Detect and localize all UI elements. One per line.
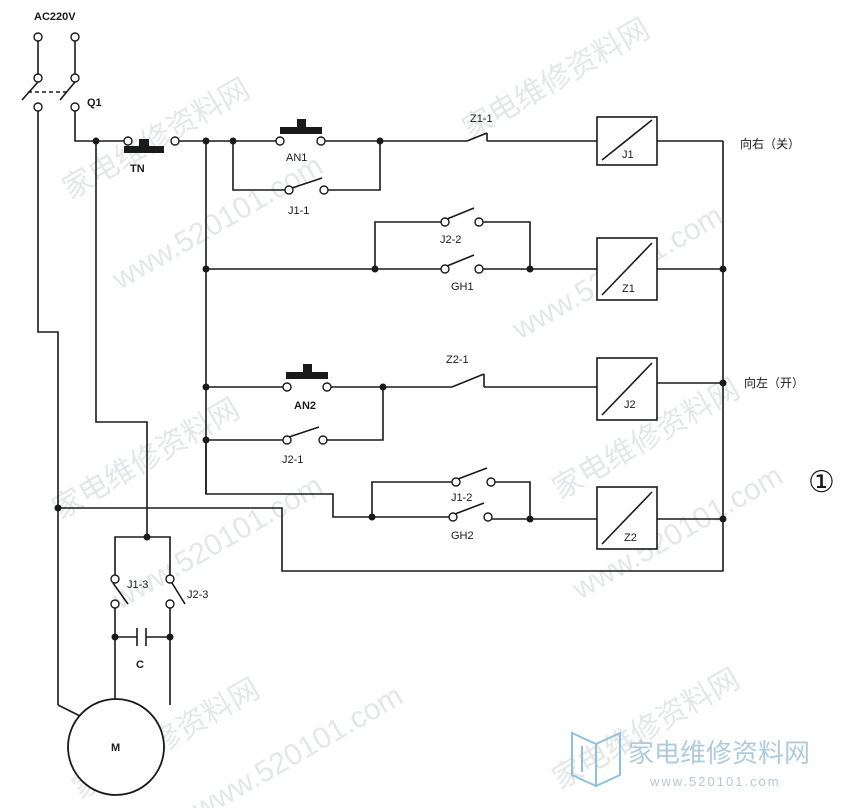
return-bus — [58, 141, 724, 572]
z2-coil-label: Z2 — [624, 532, 637, 544]
j1-coil-label: J1 — [622, 149, 634, 161]
watermark-domain: www.520101.com — [106, 469, 328, 616]
watermark-layer: 家电维修资料网 www.520101.com 家电维修资料网 www.52010… — [47, 12, 789, 808]
left-open-label: 向左（开） — [744, 375, 804, 390]
gh2-label: GH2 — [451, 530, 474, 542]
an2-label: AN2 — [294, 400, 316, 412]
row-j1 — [206, 116, 723, 195]
figure-number: ① — [808, 465, 835, 500]
supply-line-right — [74, 111, 96, 142]
right-close-label: 向右（关） — [740, 136, 800, 151]
j1-1-label: J1-1 — [288, 205, 309, 217]
an1-label: AN1 — [286, 152, 307, 164]
j1-3-label: J1-3 — [127, 579, 148, 591]
z2-1-label: Z2-1 — [446, 354, 469, 366]
power-supply — [21, 32, 80, 112]
logo-url: www.520101.com — [649, 774, 781, 789]
supply-label: AC220V — [34, 11, 76, 23]
watermark-text: 家电维修资料网 — [57, 72, 256, 207]
supply-line-left — [37, 111, 59, 705]
motor-symbol — [67, 698, 165, 796]
capacitor-label: C — [136, 659, 144, 671]
motor-label: M — [111, 742, 120, 754]
stop-button-tn — [123, 136, 206, 153]
z1-coil-label: Z1 — [622, 283, 635, 295]
j2-coil-label: J2 — [624, 399, 636, 411]
watermark-text: 家电维修资料网 — [47, 392, 246, 527]
site-logo: 家电维修资料网 www.520101.com — [571, 731, 810, 789]
z1-1-label: Z1-1 — [470, 113, 493, 125]
row-j2 — [206, 357, 723, 445]
j2-2-label: J2-2 — [440, 234, 461, 246]
row-z2 — [205, 440, 723, 550]
labels: AC220V Q1 TN AN1 J1-1 Z1-1 J1 向右（关） J2-2… — [34, 11, 835, 754]
motor-branch — [57, 533, 186, 796]
j2-1-label: J2-1 — [282, 454, 303, 466]
row-z1 — [206, 207, 723, 301]
j1-2-label: J1-2 — [451, 492, 472, 504]
logo-site-name: 家电维修资料网 — [628, 739, 810, 769]
gh1-label: GH1 — [451, 281, 474, 293]
stop-button-label: TN — [130, 163, 145, 175]
breaker-label: Q1 — [87, 97, 102, 109]
common-line — [95, 141, 148, 537]
j2-3-label: J2-3 — [187, 589, 208, 601]
